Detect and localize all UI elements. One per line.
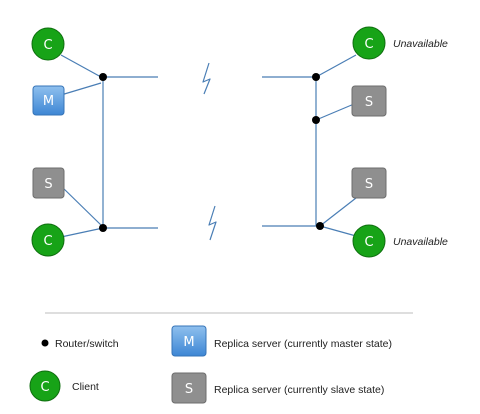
router-dot-icon	[41, 339, 49, 347]
link-client-bottom-left	[60, 227, 104, 238]
slave-server-icon	[32, 167, 65, 199]
legend-slave-label: Replica server (currently slave state)	[214, 384, 384, 396]
link-client-bottom-right	[319, 225, 357, 237]
slave-server-icon	[351, 85, 387, 117]
client-icon	[352, 26, 386, 60]
link-slave-left	[60, 185, 104, 228]
legend: Router/switch C Client M Replica server …	[29, 325, 392, 404]
slave-letter: S	[365, 95, 373, 110]
legend-item-router: Router/switch	[41, 338, 119, 350]
legend-item-master: M Replica server (currently master state…	[171, 325, 392, 357]
legend-router-label: Router/switch	[55, 338, 119, 350]
network-links	[60, 54, 357, 238]
slave-letter: S	[365, 177, 373, 192]
client-icon	[31, 223, 65, 257]
master-server-icon	[32, 85, 65, 116]
slave-server-icon	[171, 372, 207, 404]
router-dot-icon	[99, 224, 107, 232]
status-unavailable-top: Unavailable	[393, 38, 448, 50]
router-dot-icon	[316, 222, 324, 230]
master-server-icon	[171, 325, 207, 357]
slave-letter: S	[44, 177, 52, 192]
client-icon	[352, 224, 386, 258]
lightning-bolt-icon	[208, 205, 217, 241]
slave-server-icon	[351, 167, 387, 199]
legend-client-label: Client	[72, 381, 99, 393]
client-node-bottom-right: C	[352, 224, 386, 258]
lightning-bolt-icon	[202, 62, 211, 95]
router-dot-icon	[99, 73, 107, 81]
client-icon	[29, 370, 61, 402]
legend-master-label: Replica server (currently master state)	[214, 338, 392, 350]
link-master-left	[60, 82, 102, 96]
slave-letter: S	[185, 382, 193, 397]
client-letter: C	[43, 38, 52, 53]
slave-node-top-right: S	[351, 85, 387, 117]
master-letter: M	[183, 335, 194, 350]
routers	[99, 73, 324, 232]
slave-node-left: S	[32, 167, 65, 199]
status-unavailable-bottom: Unavailable	[393, 236, 448, 248]
client-letter: C	[364, 235, 373, 250]
client-node-top-right: C	[352, 26, 386, 60]
master-letter: M	[43, 94, 54, 109]
client-node-bottom-left: C	[31, 223, 65, 257]
client-letter: C	[364, 37, 373, 52]
client-icon	[31, 27, 65, 61]
slave-node-bottom-right: S	[351, 167, 387, 199]
link-client-top-left	[60, 54, 102, 78]
link-client-top-right	[315, 54, 357, 78]
client-node-top-left: C	[31, 27, 65, 61]
client-letter: C	[40, 380, 49, 395]
client-letter: C	[43, 234, 52, 249]
link-slave-bottom-right	[319, 197, 357, 227]
legend-item-client: C Client	[29, 370, 99, 402]
legend-item-slave: S Replica server (currently slave state)	[171, 372, 384, 404]
master-node-left: M	[32, 85, 65, 116]
router-dot-icon	[312, 73, 320, 81]
router-dot-icon	[312, 116, 320, 124]
link-slave-top-right	[315, 103, 355, 121]
